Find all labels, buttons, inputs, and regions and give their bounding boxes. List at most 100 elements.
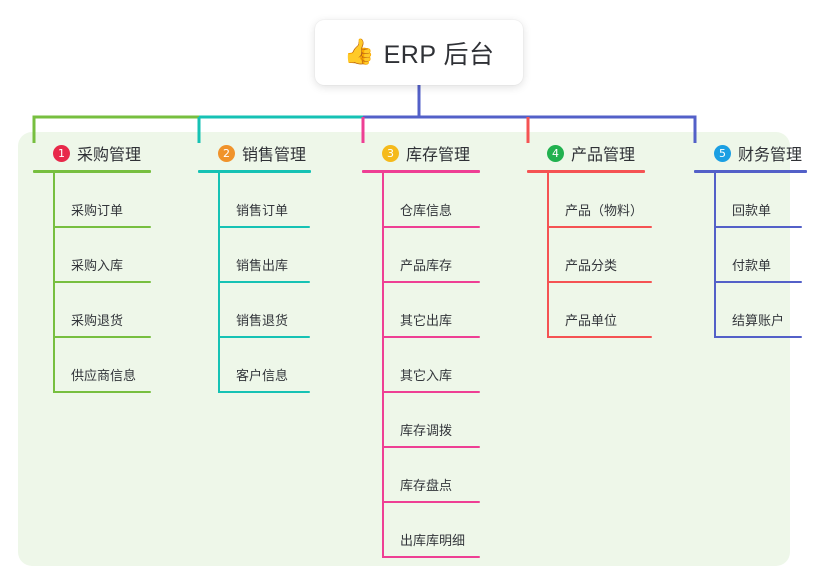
- leaf-item-rule: [382, 556, 480, 558]
- leaf-item-rule: [53, 336, 151, 338]
- leaf-item-label: 库存调拨: [400, 423, 453, 438]
- leaf-item[interactable]: 供应商信息: [53, 338, 151, 393]
- leaf-item-rule: [382, 446, 480, 448]
- leaf-item[interactable]: 回款单: [714, 173, 807, 228]
- branch-column-5: 5 财务管理回款单付款单结算账户: [694, 140, 807, 338]
- leaf-item[interactable]: 出库库明细: [382, 503, 480, 558]
- leaf-item[interactable]: 其它入库: [382, 338, 480, 393]
- branch-children: 采购订单采购入库采购退货供应商信息: [33, 173, 151, 393]
- leaf-item-label: 出库库明细: [400, 533, 466, 548]
- branch-children: 产品（物料） 产品分类产品单位: [527, 173, 652, 338]
- branch-header-1[interactable]: 1 采购管理: [33, 140, 151, 166]
- branch-header-rule: [362, 170, 480, 173]
- leaf-item[interactable]: 客户信息: [218, 338, 311, 393]
- leaf-item[interactable]: 采购退货: [53, 283, 151, 338]
- leaf-item-rule: [714, 281, 802, 283]
- leaf-item-label: 销售出库: [236, 258, 289, 273]
- leaf-item-label: 采购退货: [71, 313, 124, 328]
- leaf-item-rule: [547, 226, 652, 228]
- leaf-item-label: 销售订单: [236, 203, 289, 218]
- leaf-item-rule: [218, 336, 310, 338]
- leaf-item-label: 产品分类: [565, 258, 618, 273]
- leaf-item-label: 付款单: [732, 258, 772, 273]
- leaf-item[interactable]: 销售出库: [218, 228, 311, 283]
- leaf-item-rule: [218, 226, 310, 228]
- leaf-item[interactable]: 产品（物料）: [547, 173, 652, 228]
- leaf-item-label: 其它出库: [400, 313, 453, 328]
- root-node[interactable]: 👍 ERP 后台: [315, 20, 523, 85]
- branch-title: 采购管理: [77, 147, 142, 164]
- branches-panel: [18, 132, 790, 566]
- leaf-item-label: 结算账户: [732, 313, 785, 328]
- branch-number-badge: 5: [714, 144, 731, 162]
- leaf-item-rule: [547, 336, 652, 338]
- leaf-item-label: 产品库存: [400, 258, 453, 273]
- branch-number-badge: 4: [547, 144, 564, 162]
- branch-spine: [218, 173, 220, 393]
- leaf-item-label: 产品单位: [565, 313, 618, 328]
- leaf-item-label: 仓库信息: [400, 203, 453, 218]
- leaf-item-label: 供应商信息: [71, 368, 137, 383]
- branch-header-5[interactable]: 5 财务管理: [694, 140, 807, 166]
- leaf-item[interactable]: 仓库信息: [382, 173, 480, 228]
- leaf-item[interactable]: 采购入库: [53, 228, 151, 283]
- branch-column-4: 4 产品管理产品（物料） 产品分类产品单位: [527, 140, 652, 338]
- leaf-item[interactable]: 产品库存: [382, 228, 480, 283]
- thumbs-up-icon: 👍: [343, 38, 375, 66]
- leaf-item-rule: [547, 281, 652, 283]
- branch-column-1: 1 采购管理采购订单采购入库采购退货供应商信息: [33, 140, 151, 393]
- leaf-item[interactable]: 销售退货: [218, 283, 311, 338]
- branch-children: 回款单付款单结算账户: [694, 173, 807, 338]
- leaf-item-rule: [714, 336, 802, 338]
- leaf-item-label: 客户信息: [236, 368, 289, 383]
- leaf-item-label: 回款单: [732, 203, 772, 218]
- root-node-label: ERP 后台: [383, 40, 495, 69]
- branch-spine: [382, 173, 384, 558]
- leaf-item-rule: [218, 391, 310, 393]
- leaf-item-rule: [53, 226, 151, 228]
- leaf-item-label: 库存盘点: [400, 478, 453, 493]
- branch-title: 销售管理: [242, 147, 307, 164]
- branch-header-2[interactable]: 2 销售管理: [198, 140, 311, 166]
- leaf-item-label: 采购入库: [71, 258, 124, 273]
- branch-spine: [53, 173, 55, 393]
- leaf-item[interactable]: 库存调拨: [382, 393, 480, 448]
- branch-children: 销售订单销售出库销售退货客户信息: [198, 173, 311, 393]
- branch-spine: [547, 173, 549, 338]
- leaf-item-rule: [382, 391, 480, 393]
- branch-number-badge: 3: [382, 144, 399, 162]
- branch-children: 仓库信息产品库存其它出库其它入库库存调拨库存盘点出库库明细: [362, 173, 480, 558]
- leaf-item-rule: [53, 281, 151, 283]
- leaf-item[interactable]: 销售订单: [218, 173, 311, 228]
- leaf-item[interactable]: 其它出库: [382, 283, 480, 338]
- leaf-item-rule: [382, 226, 480, 228]
- branch-number-badge: 2: [218, 144, 235, 162]
- leaf-item[interactable]: 付款单: [714, 228, 807, 283]
- branch-header-rule: [527, 170, 645, 173]
- leaf-item[interactable]: 结算账户: [714, 283, 807, 338]
- leaf-item[interactable]: 采购订单: [53, 173, 151, 228]
- branch-header-rule: [33, 170, 151, 173]
- leaf-item-label: 其它入库: [400, 368, 453, 383]
- branch-header-rule: [694, 170, 807, 173]
- leaf-item-label: 销售退货: [236, 313, 289, 328]
- leaf-item-rule: [714, 226, 802, 228]
- branch-number-badge: 1: [53, 144, 70, 162]
- branch-title: 财务管理: [738, 147, 803, 164]
- leaf-item[interactable]: 产品分类: [547, 228, 652, 283]
- branch-title: 产品管理: [571, 147, 636, 164]
- leaf-item[interactable]: 产品单位: [547, 283, 652, 338]
- leaf-item-rule: [382, 336, 480, 338]
- branch-column-2: 2 销售管理销售订单销售出库销售退货客户信息: [198, 140, 311, 393]
- leaf-item-label: 采购订单: [71, 203, 124, 218]
- leaf-item-rule: [53, 391, 151, 393]
- branch-header-4[interactable]: 4 产品管理: [527, 140, 645, 166]
- branch-spine: [714, 173, 716, 338]
- leaf-item-rule: [382, 281, 480, 283]
- leaf-item[interactable]: 库存盘点: [382, 448, 480, 503]
- branch-header-rule: [198, 170, 311, 173]
- leaf-item-rule: [382, 501, 480, 503]
